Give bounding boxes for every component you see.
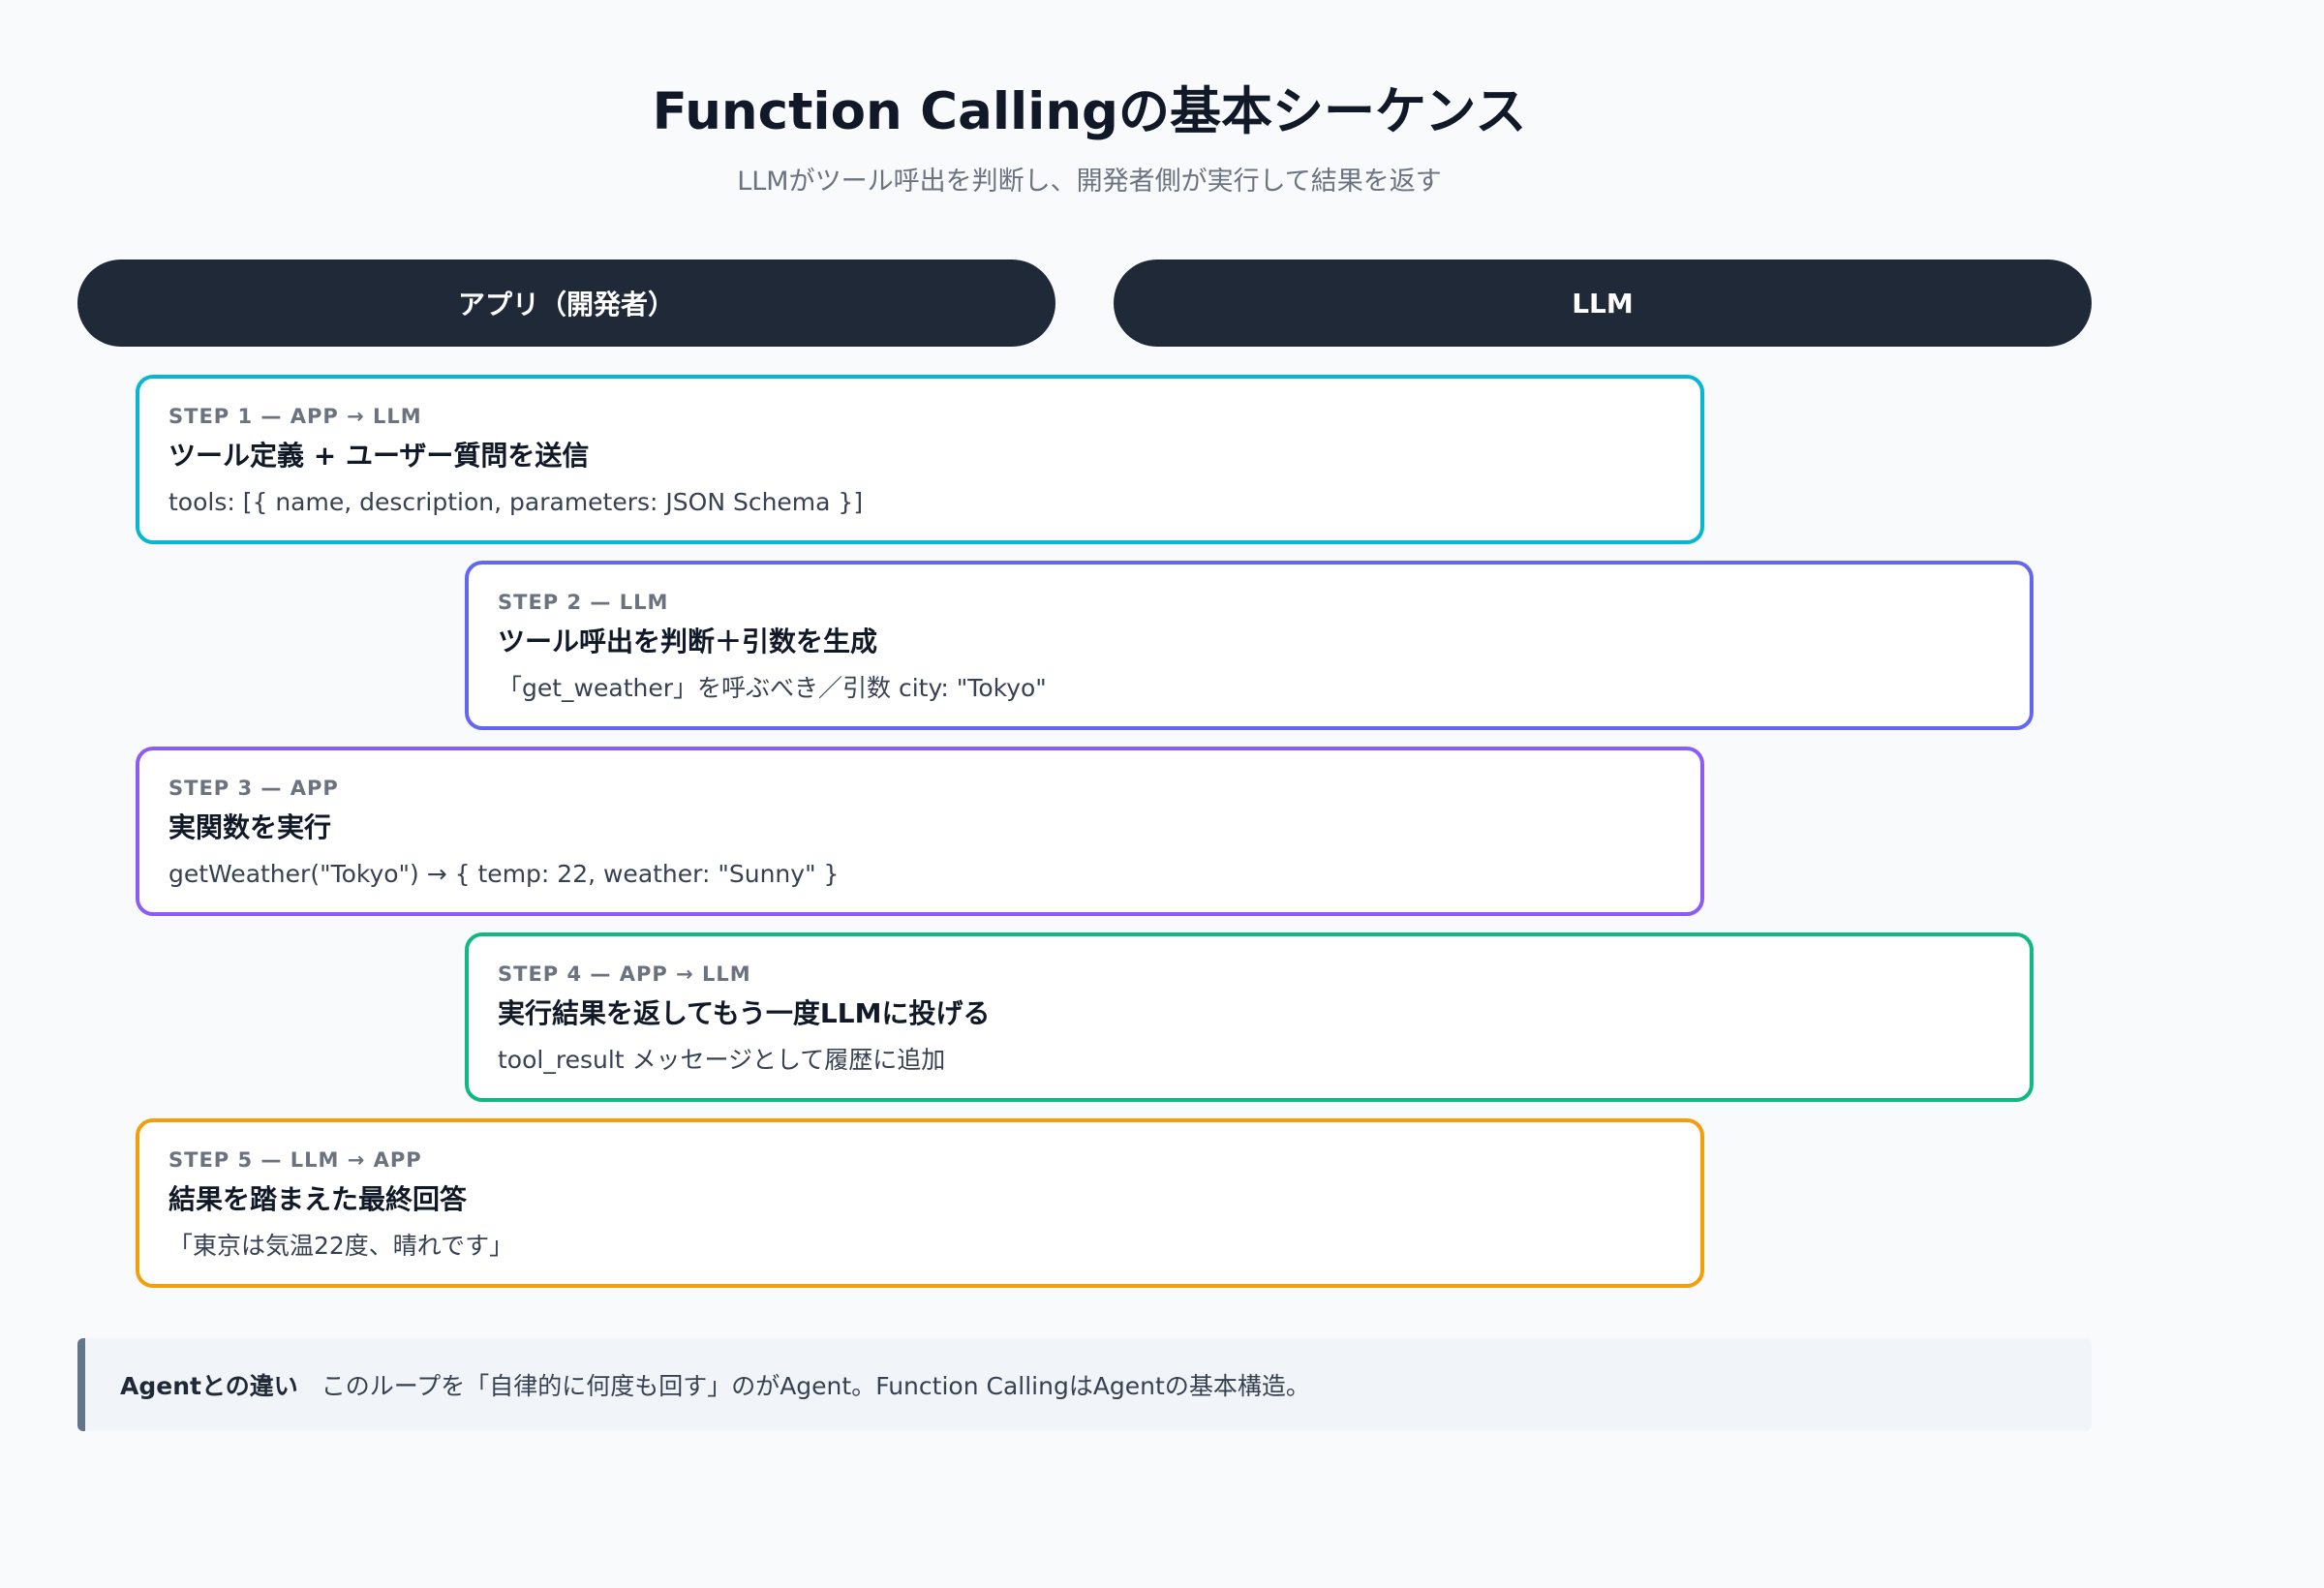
page-subtitle: LLMがツール呼出を判断し、開発者側が実行して結果を返す xyxy=(737,167,1442,197)
step-label: STEP 3 — APP xyxy=(168,777,339,800)
agent-difference-note: Agentとの違い このループを「自律的に何度も回す」のがAgent。Funct… xyxy=(77,1338,2092,1431)
lane-header-app: アプリ（開発者） xyxy=(77,260,1055,347)
step-4-card: STEP 4 — APP → LLM 実行結果を返してもう一度LLMに投げる t… xyxy=(465,932,2034,1102)
page-title: Function Callingの基本シーケンス xyxy=(652,82,1527,141)
step-heading: ツール呼出を判断＋引数を生成 xyxy=(498,626,878,657)
step-3-card: STEP 3 — APP 実関数を実行 getWeather("Tokyo") … xyxy=(136,747,1704,916)
step-heading: 結果を踏まえた最終回答 xyxy=(168,1183,468,1215)
step-label: STEP 5 — LLM → APP xyxy=(168,1148,422,1172)
step-2-card: STEP 2 — LLM ツール呼出を判断＋引数を生成 「get_weather… xyxy=(465,561,2034,730)
step-detail: 「get_weather」を呼ぶべき／引数 city: "Tokyo" xyxy=(498,674,1047,702)
lane-header-llm: LLM xyxy=(1114,260,2092,347)
step-heading: 実行結果を返してもう一度LLMに投げる xyxy=(498,997,991,1029)
step-label: STEP 4 — APP → LLM xyxy=(498,962,751,986)
step-label: STEP 2 — LLM xyxy=(498,591,669,614)
step-heading: 実関数を実行 xyxy=(168,811,332,843)
step-detail: tool_result メッセージとして履歴に追加 xyxy=(498,1046,946,1074)
step-label: STEP 1 — APP → LLM xyxy=(168,405,422,428)
step-heading: ツール定義 + ユーザー質問を送信 xyxy=(168,440,590,472)
step-1-card: STEP 1 — APP → LLM ツール定義 + ユーザー質問を送信 too… xyxy=(136,375,1704,544)
step-5-card: STEP 5 — LLM → APP 結果を踏まえた最終回答 「東京は気温22度… xyxy=(136,1118,1704,1288)
step-detail: getWeather("Tokyo") → { temp: 22, weathe… xyxy=(168,860,840,888)
step-detail: tools: [{ name, description, parameters:… xyxy=(168,488,864,516)
note-text: このループを「自律的に何度も回す」のがAgent。Function Callin… xyxy=(321,1372,1310,1400)
note-label: Agentとの違い xyxy=(120,1372,298,1400)
step-detail: 「東京は気温22度、晴れです」 xyxy=(168,1232,514,1260)
